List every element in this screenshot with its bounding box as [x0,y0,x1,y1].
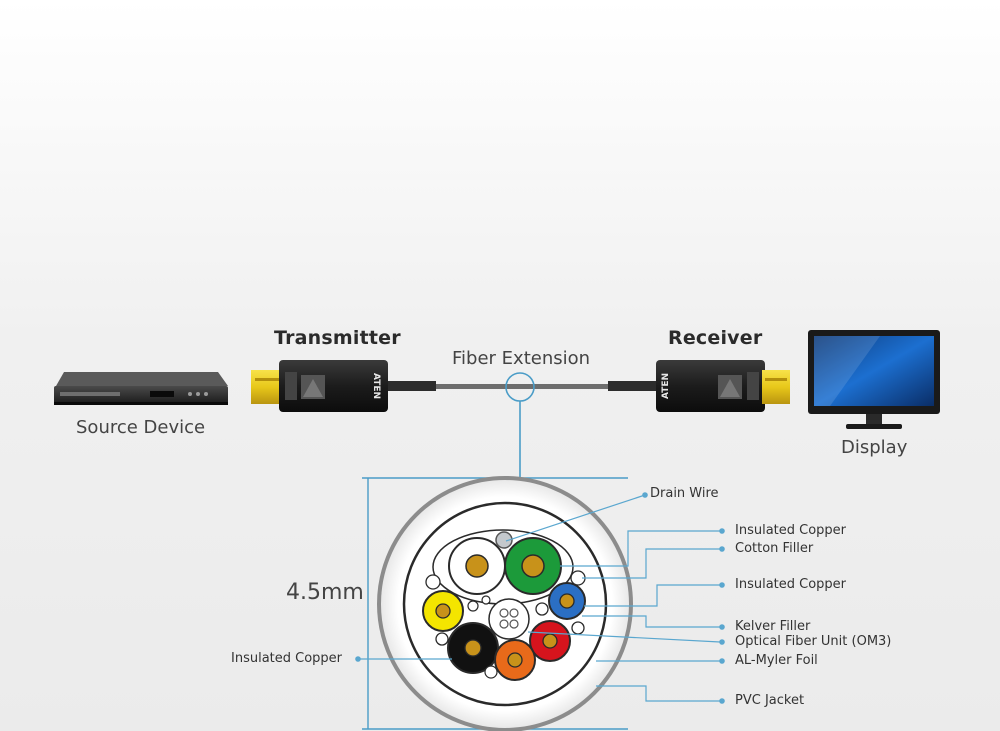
callout-optical-fiber-unit: Optical Fiber Unit (OM3) [735,634,892,649]
brand-logo: ATEN [661,373,671,399]
brand-logo: ATEN [371,373,381,399]
zoom-indicator [505,372,535,478]
callout-kelver-filler: Kelver Filler [735,619,811,634]
transmitter-connector: ATEN [251,360,388,412]
callout-lines [355,492,725,704]
callout-drain-wire: Drain Wire [650,486,719,501]
receiver-connector: ATEN [656,360,790,412]
receiver-label: Receiver [668,327,763,349]
callout-insulated-copper-1: Insulated Copper [735,523,847,538]
source-device-icon [54,372,228,405]
cable-cross-section [377,476,633,731]
callout-al-myler-foil: AL-Myler Foil [735,653,818,668]
source-device-label: Source Device [76,417,206,438]
callout-pvc-jacket: PVC Jacket [735,693,805,708]
callout-left-insulated-copper: Insulated Copper [231,651,343,666]
display-label: Display [841,437,908,458]
diameter-label: 4.5mm [286,580,364,605]
transmitter-label: Transmitter [274,327,401,349]
fiber-cable [388,381,658,391]
fiber-extension-label: Fiber Extension [452,348,591,369]
display-icon [808,330,940,429]
callout-insulated-copper-2: Insulated Copper [735,577,847,592]
callout-cotton-filler: Cotton Filler [735,541,814,556]
